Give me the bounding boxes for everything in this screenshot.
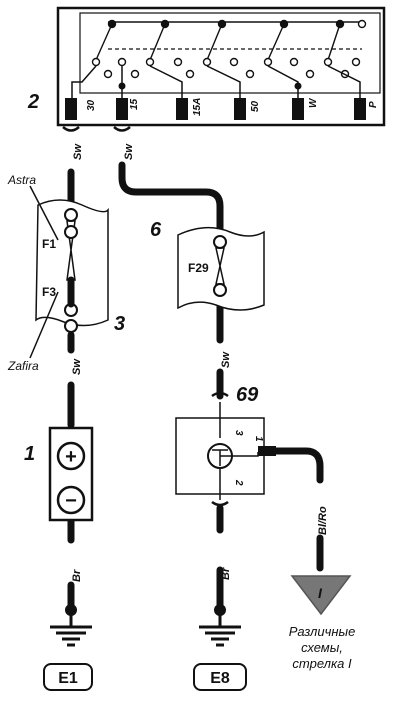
ignition-switch-ref: 2 (27, 91, 39, 113)
battery: + − (48, 426, 94, 522)
continuation-arrow-label: I (318, 585, 323, 601)
fuse-f3 (64, 249, 78, 333)
wire-label-sw-30: Sw (72, 143, 84, 160)
ground-e8-box (193, 663, 247, 691)
terminal-label-50: 50 (250, 100, 261, 112)
battery-ref: 1 (24, 443, 35, 465)
ignition-switch: 30 15 15A 50 W P (56, 6, 386, 127)
terminal-15-node (118, 82, 126, 90)
wire-15-to-fuse-f29 (118, 161, 224, 236)
terminal-label-30: 30 (86, 99, 97, 111)
fuse-f29 (213, 235, 227, 297)
model-label-astra: Astra (7, 173, 36, 187)
fuse-label-f29: F29 (188, 261, 209, 275)
terminal-label-15: 15 (129, 98, 140, 110)
battery-plus-sign: + (65, 446, 77, 468)
sensor-ref: 69 (236, 384, 259, 406)
wire-label-bl-ro: Bl/Ro (317, 506, 329, 535)
switch-internal-leads (71, 65, 361, 100)
astra-leader-line (29, 185, 59, 241)
battery-minus-terminal (56, 485, 86, 515)
wire-label-br-right: Br (220, 567, 232, 580)
sensor (175, 391, 276, 507)
terminal-label-w: W (308, 97, 319, 108)
fuse-box-left-ref: 3 (114, 313, 125, 335)
fuse-box-right-ref: 6 (150, 219, 162, 241)
ground-e1-label: E1 (58, 670, 78, 687)
switch-contacts-frame (79, 12, 381, 94)
fuse-f1 (64, 208, 78, 251)
note-line-1: Различные (289, 624, 356, 639)
ground-e1-symbol (50, 604, 92, 647)
connector-30 (62, 126, 80, 132)
wire-label-br-left: Br (71, 569, 83, 582)
model-label-zafira: Zafira (7, 359, 39, 373)
ground-e8-label: E8 (210, 670, 230, 687)
ground-e1-box (43, 663, 93, 691)
wire-sensor-pin1-upper (272, 447, 324, 484)
terminal-label-p: P (368, 101, 379, 108)
connector-15 (113, 126, 131, 132)
fuse-label-f1: F1 (42, 237, 56, 251)
note-line-3: стрелка I (292, 656, 352, 671)
wire-label-sw-15: Sw (123, 143, 135, 160)
sensor-connector-bottom (211, 500, 229, 507)
sensor-connector-top (211, 391, 229, 398)
sensor-pin-1: 1 (253, 436, 264, 442)
zafira-leader-line (29, 291, 59, 359)
switch-contacts (91, 19, 367, 79)
continuation-arrow (290, 575, 352, 616)
sensor-pin-1-terminal (258, 446, 276, 456)
sensor-pin-3: 3 (233, 430, 244, 436)
battery-plus-terminal (56, 441, 86, 471)
wire-label-sw-left: Sw (71, 358, 83, 375)
note-line-2: схемы, (301, 640, 343, 655)
switch-terminals (65, 98, 366, 120)
terminal-label-15a: 15A (192, 98, 203, 116)
ground-e8-symbol (199, 604, 241, 647)
wire-label-sw-right: Sw (220, 351, 232, 368)
fuse-label-f3: F3 (42, 285, 56, 299)
sensor-symbol (212, 449, 234, 466)
battery-minus-sign: − (65, 490, 77, 512)
sensor-pin-2: 2 (233, 479, 244, 486)
terminal-w-node (294, 82, 302, 90)
